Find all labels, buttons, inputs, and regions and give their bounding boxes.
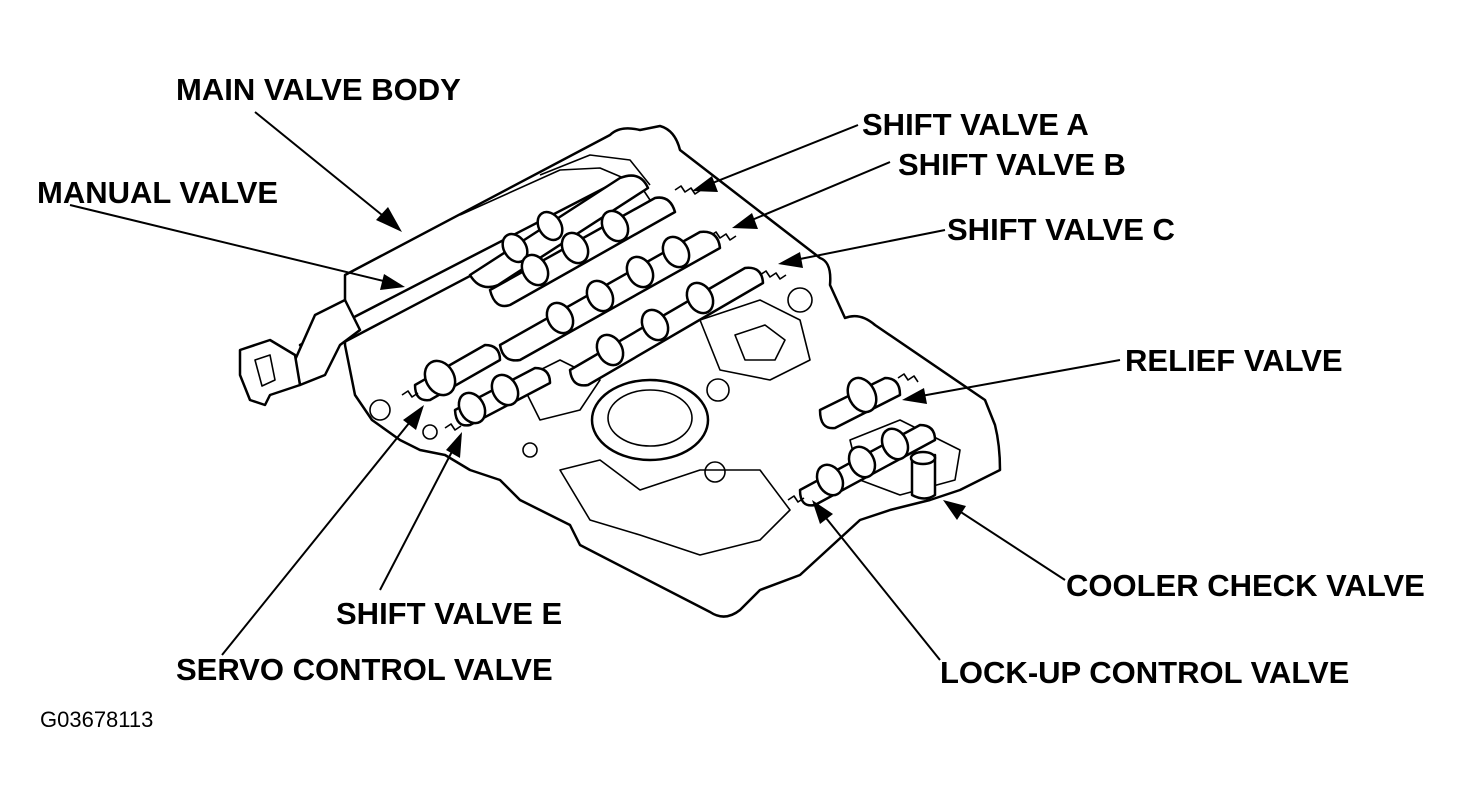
shift-valve-e-spool (444, 366, 552, 431)
label-shift-valve-b: SHIFT VALVE B (898, 147, 1126, 182)
bolt-hole-4 (369, 399, 391, 421)
shift-valve-a-spool (468, 174, 702, 289)
label-manual-valve: MANUAL VALVE (37, 175, 278, 210)
bolt-hole-1 (706, 378, 730, 402)
figure-id: G03678113 (40, 707, 153, 732)
lock-up-control-valve-part (787, 423, 937, 507)
manual-valve-grip (254, 354, 276, 387)
valve-body-illustration (238, 124, 1002, 618)
casting-detail-2 (539, 154, 651, 186)
servo-control-valve-spool (401, 343, 502, 402)
bolt-hole-6 (522, 442, 538, 458)
leader-lines (69, 111, 1121, 661)
label-shift-valve-a: SHIFT VALVE A (862, 107, 1089, 142)
label-shift-valve-e: SHIFT VALVE E (336, 596, 562, 631)
label-main-valve-body: MAIN VALVE BODY (176, 72, 461, 107)
casting-detail-4 (734, 324, 786, 361)
cooler-check-valve-part (909, 450, 937, 500)
casting-detail-7 (519, 359, 601, 421)
bolt-hole-2 (704, 461, 726, 483)
central-bore-outer (590, 378, 710, 462)
casting-detail-5 (559, 459, 791, 556)
bolt-hole-3 (787, 287, 813, 313)
central-bore-inner (607, 389, 693, 447)
label-relief-valve: RELIEF VALVE (1125, 343, 1343, 378)
shift-valve-b-spool (488, 196, 737, 308)
shift-valve-c-spool (498, 230, 722, 362)
callout-labels: MAIN VALVE BODY SHIFT VALVE A SHIFT VALV… (37, 72, 1425, 732)
label-servo-control-valve: SERVO CONTROL VALVE (176, 652, 553, 687)
manual-valve-handle (238, 338, 302, 407)
label-lock-up-control-valve: LOCK-UP CONTROL VALVE (940, 655, 1349, 690)
casting-detail-3 (699, 299, 811, 381)
bolt-hole-5 (422, 424, 438, 440)
label-cooler-check-valve: COOLER CHECK VALVE (1066, 568, 1425, 603)
label-shift-valve-c: SHIFT VALVE C (947, 212, 1175, 247)
shift-valve-d-spool (568, 266, 787, 387)
relief-valve-part (818, 373, 919, 430)
